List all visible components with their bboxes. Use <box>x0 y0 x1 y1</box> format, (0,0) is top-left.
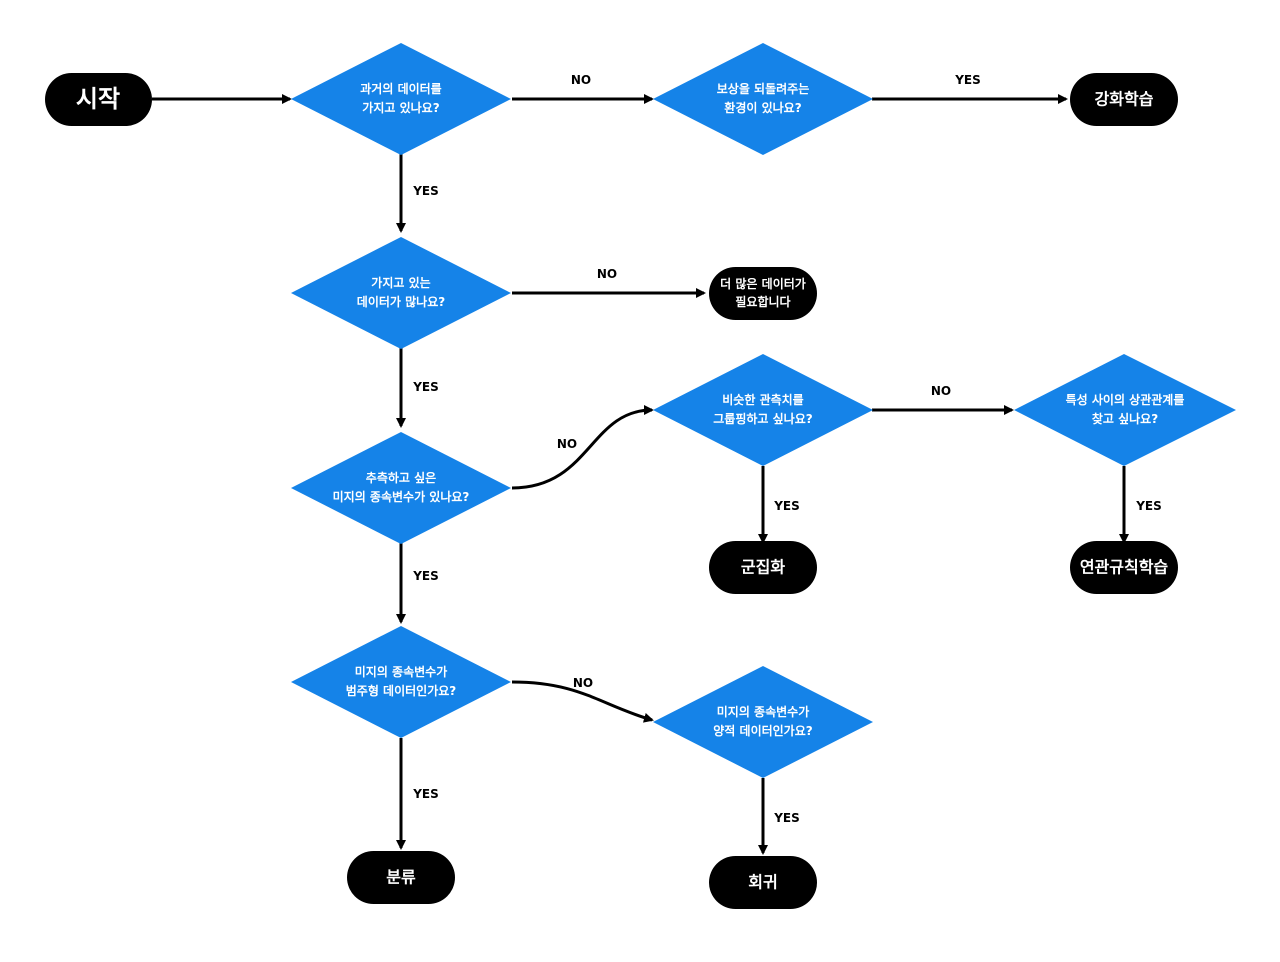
terminal-label: 연관규칙학습 <box>1080 558 1169 577</box>
decision-group-similar: 비슷한 관측치를 그룹핑하고 싶나요? <box>653 354 873 466</box>
decision-reward-env: 보상을 되돌려주는 환경이 있나요? <box>653 43 873 155</box>
decision-quantitative: 미지의 종속변수가 양적 데이터인가요? <box>653 666 873 778</box>
edge-categorical-no <box>511 680 654 723</box>
label-yes: YES <box>1135 499 1162 513</box>
label-yes: YES <box>412 569 439 583</box>
decision-line: 미지의 종속변수가 있나요? <box>333 489 470 504</box>
decision-line: 추측하고 싶은 <box>366 470 436 485</box>
label-yes: YES <box>773 499 800 513</box>
terminal-line: 더 많은 데이터가 <box>720 276 806 291</box>
terminal-association: 연관규칙학습 <box>1070 541 1178 594</box>
edge-predict-target-no <box>511 405 654 490</box>
terminal-label: 시작 <box>76 85 120 113</box>
label-yes: YES <box>954 73 981 87</box>
label-yes: YES <box>412 787 439 801</box>
terminal-label: 군집화 <box>741 558 785 577</box>
decision-line: 양적 데이터인가요? <box>713 723 812 738</box>
decision-line: 환경이 있나요? <box>724 100 801 115</box>
decision-line: 비슷한 관측치를 <box>722 392 803 407</box>
label-no: NO <box>597 267 617 281</box>
decision-line: 가지고 있나요? <box>362 100 439 115</box>
label-yes: YES <box>773 811 800 825</box>
terminal-label: 회귀 <box>748 873 777 892</box>
label-no: NO <box>557 437 577 451</box>
label-no: NO <box>573 676 593 690</box>
terminal-need-more-data: 더 많은 데이터가 필요합니다 <box>709 267 817 320</box>
terminal-label: 강화학습 <box>1095 90 1154 109</box>
decision-categorical: 미지의 종속변수가 범주형 데이터인가요? <box>291 626 511 738</box>
decision-line: 보상을 되돌려주는 <box>717 81 810 96</box>
decision-line: 데이터가 많나요? <box>357 294 445 309</box>
decision-has-past-data: 과거의 데이터를 가지고 있나요? <box>291 43 511 155</box>
terminal-line: 필요합니다 <box>735 294 790 309</box>
edges <box>152 94 1129 855</box>
decision-line: 찾고 싶나요? <box>1092 411 1158 426</box>
decision-line: 특성 사이의 상관관계를 <box>1066 392 1185 407</box>
decision-line: 미지의 종속변수가 <box>355 664 448 679</box>
decision-line: 가지고 있는 <box>371 275 430 290</box>
label-no: NO <box>571 73 591 87</box>
edge-labels: NO YES YES NO YES NO NO YES YES YES NO Y… <box>412 73 1162 825</box>
terminal-label: 분류 <box>386 868 416 887</box>
decision-line: 그룹핑하고 싶나요? <box>713 411 812 426</box>
terminal-clustering: 군집화 <box>709 541 817 594</box>
label-yes: YES <box>412 184 439 198</box>
decision-line: 범주형 데이터인가요? <box>346 683 457 698</box>
terminal-reinforcement: 강화학습 <box>1070 73 1178 126</box>
label-no: NO <box>931 384 951 398</box>
terminal-regression: 회귀 <box>709 856 817 909</box>
decision-find-correlation: 특성 사이의 상관관계를 찾고 싶나요? <box>1014 354 1236 466</box>
decision-line: 과거의 데이터를 <box>360 81 441 96</box>
decision-enough-data: 가지고 있는 데이터가 많나요? <box>291 237 511 349</box>
terminal-start: 시작 <box>45 73 152 126</box>
decision-predict-target: 추측하고 싶은 미지의 종속변수가 있나요? <box>291 432 511 544</box>
label-yes: YES <box>412 380 439 394</box>
decision-line: 미지의 종속변수가 <box>717 704 810 719</box>
terminal-classification: 분류 <box>347 851 455 904</box>
